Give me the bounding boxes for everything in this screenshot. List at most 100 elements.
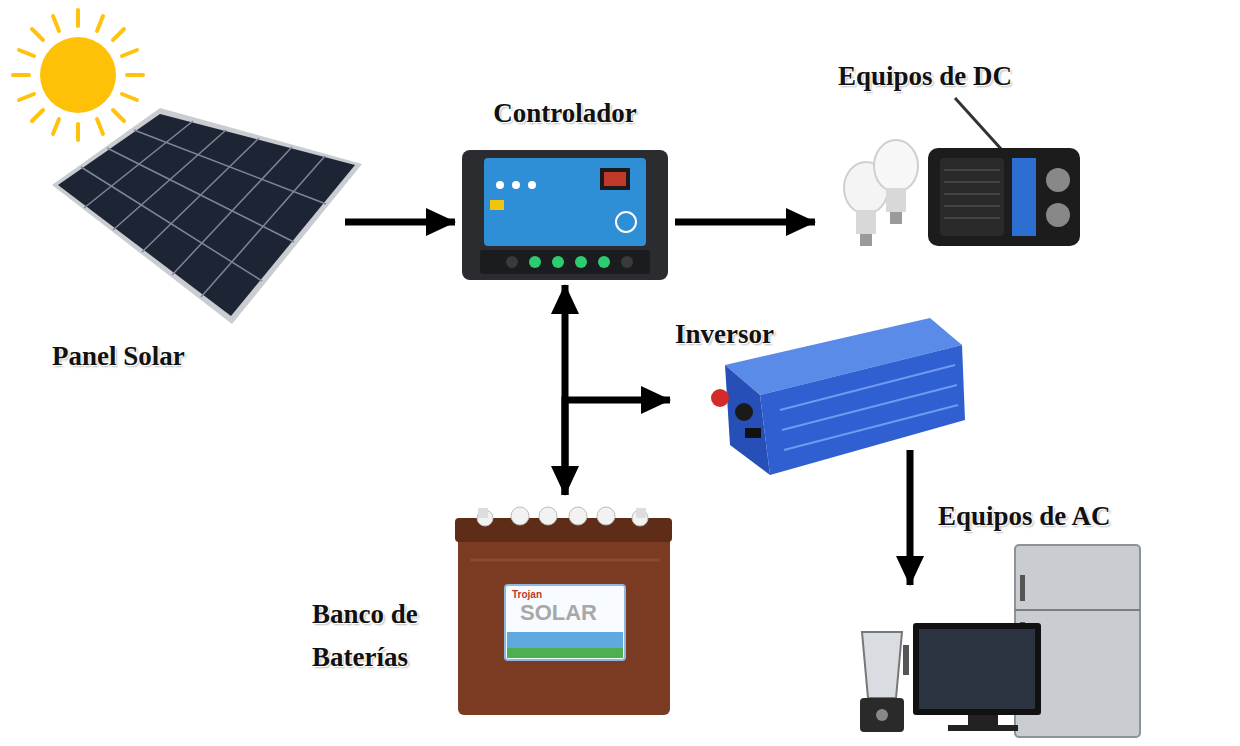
dc-equipment <box>928 148 1080 246</box>
dc-equipment <box>944 205 1000 207</box>
charge-controller <box>600 168 630 190</box>
charge-controller <box>496 181 504 189</box>
component-node: Equipos de AC <box>845 585 1145 740</box>
sun-icon <box>53 16 59 31</box>
ac-equipment <box>860 545 1140 737</box>
sun-icon <box>97 16 103 31</box>
solar-panel <box>107 148 294 242</box>
dc-equipment <box>1046 203 1070 227</box>
battery <box>539 507 557 525</box>
flow-arrow <box>907 450 914 585</box>
sun-icon <box>53 119 59 134</box>
charge-controller <box>528 181 536 189</box>
battery <box>455 507 672 715</box>
ac-equipment <box>1020 575 1025 601</box>
dc-equipment <box>944 169 1000 171</box>
brand-label: Trojan <box>512 589 542 600</box>
ac-equipment <box>919 629 1035 709</box>
charge-controller <box>484 158 646 246</box>
sun-icon <box>113 29 124 40</box>
battery <box>507 648 623 658</box>
battery <box>478 508 488 518</box>
battery <box>636 508 646 518</box>
dc-equipment <box>944 181 1000 183</box>
ac-equipment <box>948 725 1018 731</box>
charge-controller <box>575 256 587 268</box>
dc-equipment <box>856 210 876 234</box>
solar-panel <box>52 108 362 324</box>
dc-equipment <box>944 170 1000 218</box>
dc-equipment <box>860 234 872 246</box>
battery <box>507 632 623 658</box>
sun-icon <box>19 94 34 100</box>
component-node: Controlador <box>455 95 675 285</box>
charge-controller <box>462 150 668 280</box>
dc-equipment <box>940 158 1004 236</box>
dc-equipment <box>844 98 1080 246</box>
sun-icon <box>32 110 43 121</box>
inverter <box>782 385 957 430</box>
solar-panel <box>58 114 355 316</box>
sun-icon <box>19 50 34 56</box>
ac-equipment <box>913 623 1041 715</box>
dc-equipment <box>874 140 918 192</box>
battery <box>511 507 529 525</box>
dc-equipment <box>1012 158 1036 236</box>
battery <box>505 585 625 660</box>
solar-panel <box>81 121 326 297</box>
dc-equipment <box>886 188 906 212</box>
sun-icon <box>76 10 80 26</box>
component-label: Panel Solar <box>52 340 185 372</box>
sun-icon <box>32 29 43 40</box>
component-node: Equipos de DC <box>815 55 1090 255</box>
sun-icon <box>122 94 137 100</box>
battery <box>470 559 660 562</box>
component-label: Controlador <box>455 97 675 129</box>
inverter <box>780 365 958 450</box>
dc-equipment <box>944 193 1000 195</box>
component-label: Banco de Baterías <box>312 593 452 679</box>
sun-icon <box>113 110 124 121</box>
ac-equipment <box>876 709 888 721</box>
inverter <box>711 389 729 407</box>
flow-arrow <box>565 400 670 495</box>
component-node: Banco de Baterías <box>300 495 680 720</box>
battery <box>477 507 648 526</box>
ac-equipment <box>860 698 904 732</box>
battery <box>458 535 670 715</box>
component-label: Equipos de DC <box>838 60 1012 92</box>
battery <box>597 507 615 525</box>
sun-icon <box>13 10 143 140</box>
sun-icon <box>40 37 116 113</box>
solar-panel <box>134 130 326 204</box>
charge-controller <box>552 256 564 268</box>
component-label: Inversor <box>675 318 774 350</box>
charge-controller <box>490 200 504 210</box>
sun-icon <box>13 73 29 77</box>
ac-equipment <box>1015 609 1140 611</box>
component-label: Equipos de AC <box>938 500 1111 532</box>
sun-icon <box>127 73 143 77</box>
charge-controller <box>621 256 633 268</box>
flow-arrow <box>345 219 455 226</box>
solar-panel <box>81 167 262 281</box>
solar-panel <box>52 108 362 324</box>
brand-label: SOLAR <box>520 600 597 626</box>
ac-equipment <box>903 645 909 675</box>
sun-icon <box>76 124 80 140</box>
dc-equipment <box>955 98 1002 150</box>
charge-controller <box>529 256 541 268</box>
charge-controller <box>506 256 518 268</box>
component-node: Inversor <box>670 310 965 450</box>
ac-equipment <box>862 632 902 698</box>
battery <box>569 507 587 525</box>
sun-icon <box>122 50 137 56</box>
sun-icon <box>13 10 143 140</box>
charge-controller <box>512 181 520 189</box>
dc-equipment <box>1046 168 1070 192</box>
dc-equipment <box>890 212 902 224</box>
dc-equipment <box>944 217 1000 219</box>
inverter <box>780 365 955 410</box>
